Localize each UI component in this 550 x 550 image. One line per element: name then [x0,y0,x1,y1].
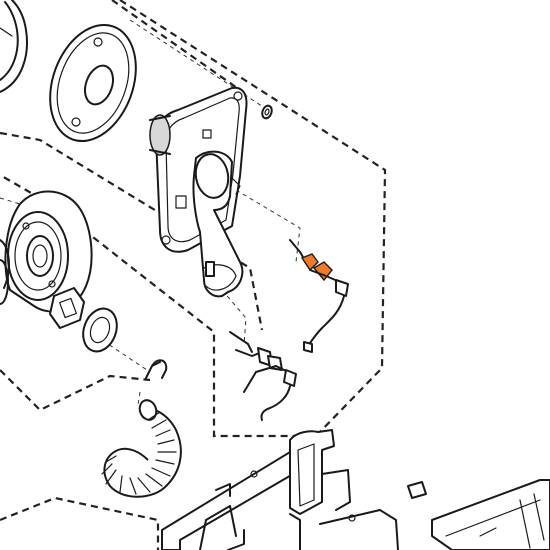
assembly-boundary-lower [0,0,241,550]
heat-exchanger-frame [161,429,399,550]
corrugated-hose [101,399,182,498]
burner-ring-partial [0,0,28,93]
small-block [407,481,427,499]
hose-clip [145,359,168,379]
flame-sensor-electrode [229,331,297,421]
burner-plate [149,86,248,298]
bracket-piece [431,479,550,550]
ignition-electrode [289,239,349,353]
blower-fan [0,190,93,313]
sealing-washer [261,104,273,120]
blower-gasket [49,287,85,329]
burner-cover-disc [49,23,137,143]
round-gasket [82,307,118,353]
